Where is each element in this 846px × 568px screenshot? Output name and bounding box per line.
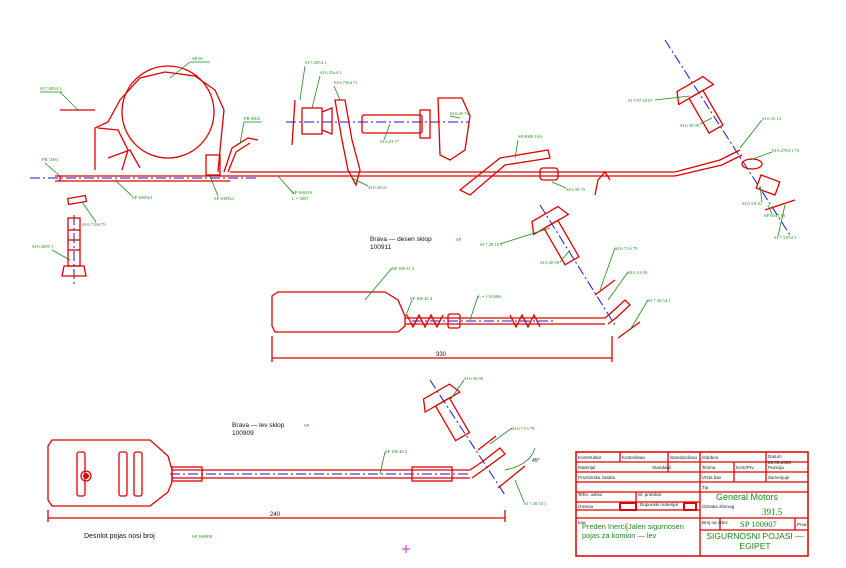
label-z: SI 6.71 6 79 xyxy=(615,246,638,251)
tb-c5: Datum xyxy=(768,454,782,459)
tb-r3c: Zamenjuje xyxy=(768,475,790,480)
tb-c2: Kontrolisao xyxy=(622,455,645,460)
label-w: SI 7.3 054 1 xyxy=(774,235,797,240)
label-h: SI 7.2054 1 xyxy=(305,60,327,65)
label-af: SI 6.30 99 xyxy=(464,376,484,381)
tb-r6c: Broj na crtez xyxy=(702,520,728,525)
label-k: SI 6.23 77 xyxy=(380,139,400,144)
label-q: SI 7.07 10 07 xyxy=(628,98,653,103)
cross-marker xyxy=(402,545,410,553)
caption-right-title: Brava — desen sklop xyxy=(370,236,432,243)
label-r: SI 6.30 09 xyxy=(680,123,700,128)
caption-left-code: 100909 xyxy=(232,430,254,437)
tb-r4a: Tehn. uslovi xyxy=(578,492,602,497)
tb-r2c: Tezina xyxy=(702,465,716,470)
label-x: SI 7.28 10 1 xyxy=(480,242,503,247)
tb-r2b: Standard xyxy=(652,465,671,470)
label-spool: SP 0S xyxy=(192,56,203,61)
label-s: SI 6.35 14 xyxy=(762,116,782,121)
tb-r5b: Dopunski materijal xyxy=(640,502,678,507)
label-b: PR 1003 xyxy=(42,157,59,162)
label-m: SI 6.20 74 xyxy=(450,111,470,116)
tb-r6a: Ime xyxy=(578,520,586,525)
title-block: Konstruktor Kontrolisao Standardizao Odo… xyxy=(575,451,809,557)
label-ah: SP 100 40 2 xyxy=(385,449,408,454)
tb-c4: Odobrio xyxy=(702,455,719,460)
tb-r4d: General Motors xyxy=(716,492,779,502)
center-lines xyxy=(30,39,791,496)
tb-r4b: Sl. protokol xyxy=(638,492,661,497)
dimension-right: 330 xyxy=(436,352,447,358)
left-assembly xyxy=(47,383,536,522)
label-i: SI 6.25x4 1 xyxy=(320,70,342,75)
label-g: SI 6.3095 1 xyxy=(32,244,54,249)
caption-right-code: 100911 xyxy=(370,244,392,251)
tb-r3a: Povrsinska zastita xyxy=(578,475,615,480)
tb-r2a: Materijal xyxy=(578,465,595,470)
label-aa: SI 6.31 09 xyxy=(628,270,648,275)
part-labels: SP 0S SI 7.0054 1 PR 1003 SP 100544 SP 1… xyxy=(32,56,800,506)
caption-left-code-prefix: SP xyxy=(304,423,310,428)
label-ad: SP 100 42 4 xyxy=(410,296,433,301)
label-j: SI 6.7364 71 xyxy=(334,80,358,85)
label-u: SI 6.3 8 01 xyxy=(742,201,763,206)
caption-right-code-prefix: SP xyxy=(456,237,462,242)
tb-c5v: 25.05.2003 xyxy=(768,460,791,465)
label-ae: L = 1 0.0066 xyxy=(478,294,502,299)
label-f: SI 6.7196 79 xyxy=(82,222,106,227)
label-p: SI 6.30 70 xyxy=(566,187,586,192)
label-cable1-len: L = 3007 xyxy=(292,196,309,201)
right-assembly xyxy=(271,205,641,362)
label-l: SI 6.30 01 xyxy=(368,185,388,190)
bottom-note: Desnlot pojas nosi broj xyxy=(84,533,155,540)
label-ab: SI 7.30 54 1 xyxy=(648,298,671,303)
tb-r4c: Tip xyxy=(702,485,709,490)
captions: Brava — desen sklop SP 100911 330 Brava … xyxy=(84,236,540,540)
label-cable1: SP 100419 xyxy=(292,190,313,195)
tb-r2e: Pozicija xyxy=(768,465,784,470)
dimension-left: 240 xyxy=(270,512,281,518)
tb-r5a: Izmena xyxy=(578,504,594,509)
tb-r4e: 391.5 xyxy=(762,507,783,517)
dimension-angle: 45° xyxy=(532,458,540,464)
label-e: PR 0004 xyxy=(244,116,261,121)
top-assembly xyxy=(55,65,796,277)
bottom-note-code: SP 100908 xyxy=(192,534,213,539)
tb-r5c: Oznaka zbirnog xyxy=(702,504,735,509)
label-a: SI 7.0054 1 xyxy=(40,86,62,91)
label-y: SI 6.30 90 xyxy=(540,260,560,265)
label-o: SP 0000 10 6 xyxy=(518,134,543,139)
tb-r6e: Prva xyxy=(797,522,807,527)
label-c: SP 100544 xyxy=(132,195,153,200)
tb-r7: SIGURNOSNI POJASI — EGIPET xyxy=(706,531,804,551)
label-t: SI 6.2784 1 73 xyxy=(772,148,800,153)
label-d: SP 100543 xyxy=(214,196,235,201)
leader-lines xyxy=(40,61,786,503)
tb-r2d: Kom/Prv xyxy=(736,465,754,470)
label-ag: SI 6.71 6 79 xyxy=(512,426,535,431)
tb-r6d: SP 100907 xyxy=(740,519,777,529)
tb-c1: Konstruktor xyxy=(578,455,602,460)
tb-r3b: Vrsta bav xyxy=(702,475,722,480)
label-ac: SP 100 31 3 xyxy=(392,266,415,271)
tb-r6b-box: Preden Inerci[Jalen sigurnosen pojas za … xyxy=(582,522,684,540)
tb-c3: Standardizao xyxy=(670,455,698,460)
caption-left-title: Brava — lev sklop xyxy=(232,422,285,429)
label-v: SP 6041 16 xyxy=(764,213,786,218)
tb-r6b: Preden Inerci[Jalen sigurnosen pojas za … xyxy=(582,522,684,540)
tb-r7-box: SIGURNOSNI POJASI — EGIPET xyxy=(706,531,804,551)
label-ai: SI 7.30 54 1 xyxy=(524,501,547,506)
